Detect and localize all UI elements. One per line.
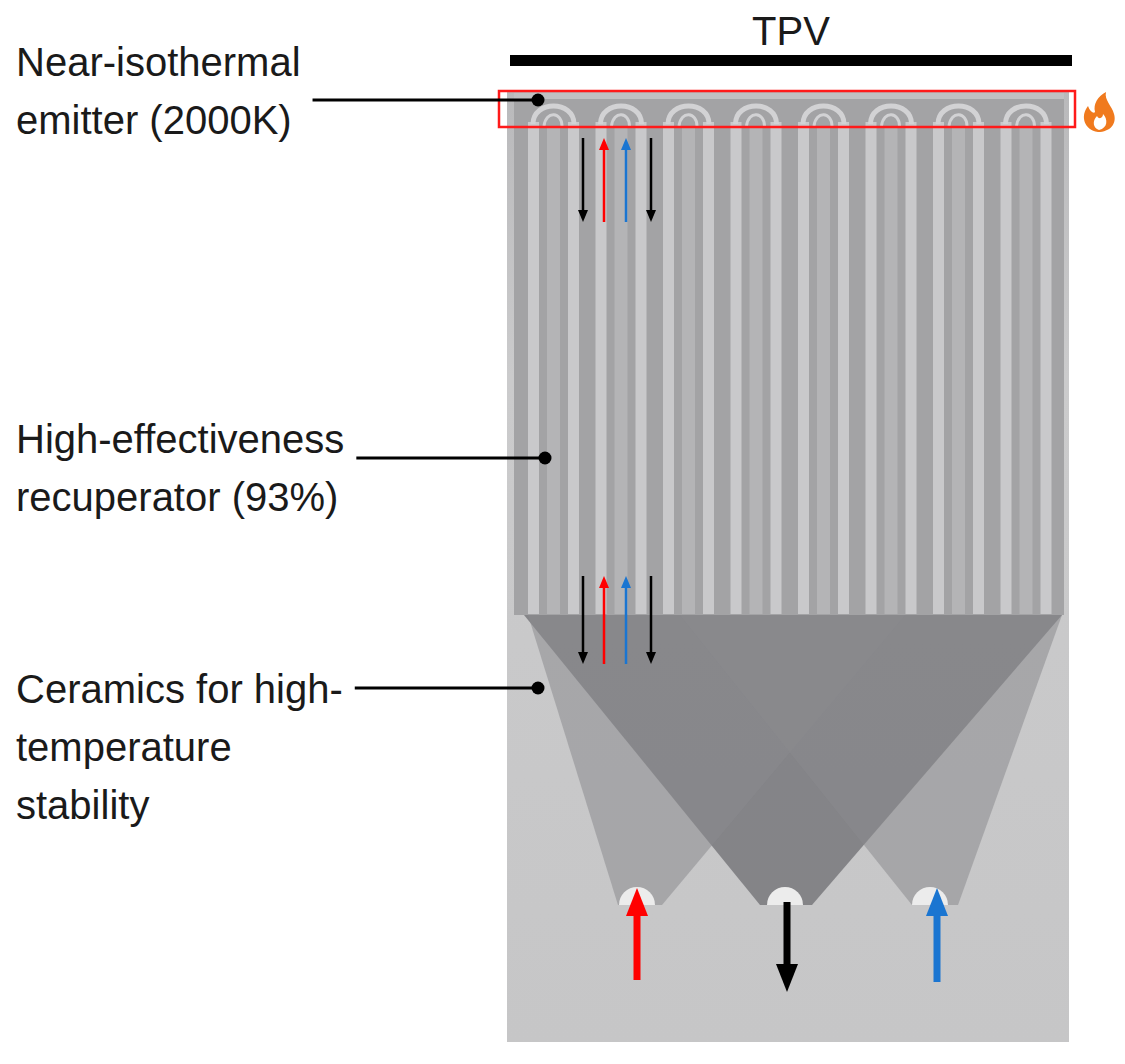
callout-label: High-effectiveness recuperator (93%) bbox=[16, 410, 416, 526]
callout-label: Near-isothermal emitter (2000K) bbox=[16, 33, 356, 149]
tpv-bar bbox=[510, 55, 1072, 66]
leader-lines bbox=[313, 100, 545, 688]
flame-icon bbox=[1084, 92, 1115, 132]
flame-icon bbox=[1094, 114, 1107, 130]
manifold-right bbox=[680, 615, 1062, 905]
recuperator-channels bbox=[514, 93, 1064, 614]
leader-dot bbox=[532, 94, 545, 107]
ceramic-body bbox=[507, 90, 1069, 1042]
part-label: TPV bbox=[510, 2, 1072, 60]
small-flow-arrows bbox=[578, 138, 656, 664]
leader-dot bbox=[532, 682, 545, 695]
callout-label: Ceramics for high-temperature stability bbox=[16, 660, 376, 834]
leader-dot bbox=[539, 452, 552, 465]
flow-arrows bbox=[626, 888, 948, 992]
emitter-highlight bbox=[499, 91, 1075, 127]
recuperator-block bbox=[514, 93, 1064, 615]
